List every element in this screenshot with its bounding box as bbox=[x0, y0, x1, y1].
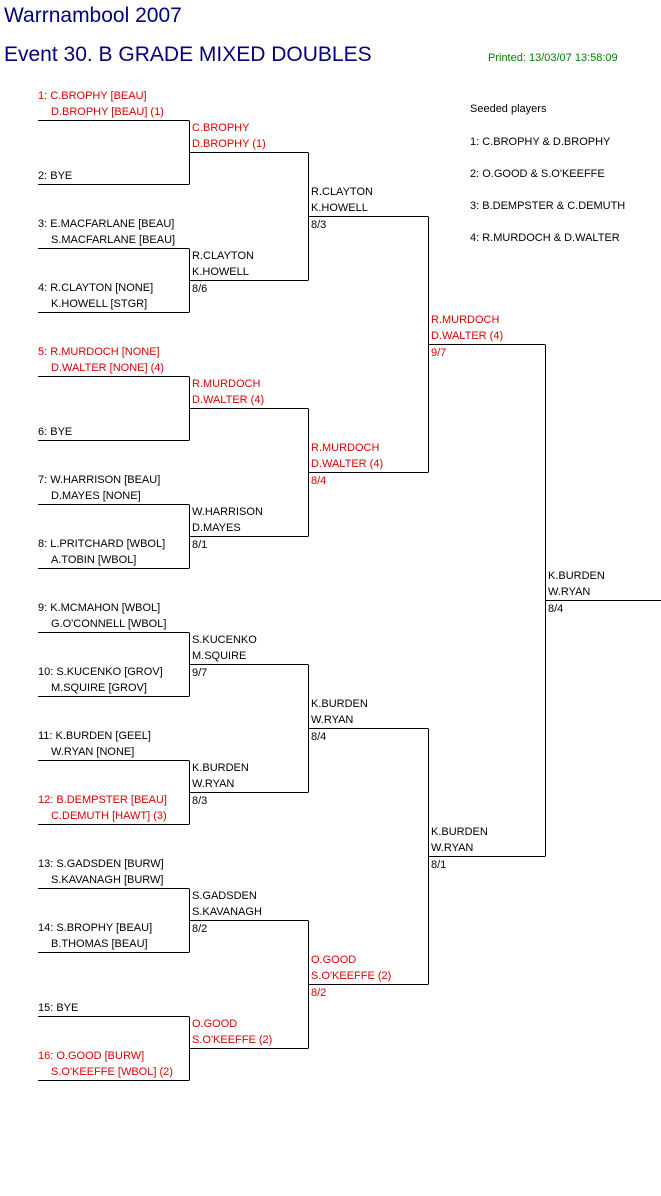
entry-line-2: K.HOWELL [STGR] bbox=[51, 297, 148, 310]
winner-line-2: S.KAVANAGH bbox=[192, 905, 262, 918]
entry-line-1: 14: S.BROPHY [BEAU] bbox=[38, 921, 153, 934]
winner-line-2: K.HOWELL bbox=[311, 201, 368, 214]
winner-line-1: R.CLAYTON bbox=[311, 185, 373, 198]
winner-line-1: C.BROPHY bbox=[192, 121, 250, 134]
match-score: 9/7 bbox=[431, 346, 447, 359]
winner-line-1: R.CLAYTON bbox=[192, 249, 254, 262]
seeded-player-3: 3: B.DEMPSTER & C.DEMUTH bbox=[470, 200, 626, 212]
entry-line-1: 10: S.KUCENKO [GROV] bbox=[38, 665, 163, 678]
entry-line-1: 9: K.MCMAHON [WBOL] bbox=[38, 601, 161, 614]
match-score: 8/1 bbox=[192, 538, 208, 551]
entry-line-1: 16: O.GOOD [BURW] bbox=[38, 1049, 145, 1062]
match-score: 8/2 bbox=[311, 986, 327, 999]
winner-line-1: R.MURDOCH bbox=[431, 313, 500, 326]
match-score: 8/1 bbox=[431, 858, 447, 871]
entry-line-2: M.SQUIRE [GROV] bbox=[51, 681, 147, 694]
entry-line-1: 3: E.MACFARLANE [BEAU] bbox=[38, 217, 175, 230]
winner-line-2: D.MAYES bbox=[192, 521, 241, 534]
winner-line-2: K.HOWELL bbox=[192, 265, 249, 278]
event-title: Event 30. B GRADE MIXED DOUBLES bbox=[4, 43, 372, 66]
entry-line-1: 5: R.MURDOCH [NONE] bbox=[38, 345, 160, 358]
entry-line-1: 1: C.BROPHY [BEAU] bbox=[38, 89, 147, 102]
entry-line-2: D.MAYES [NONE] bbox=[51, 489, 141, 502]
entry-line-1: 8: L.PRITCHARD [WBOL] bbox=[38, 537, 166, 550]
winner-line-1: W.HARRISON bbox=[192, 505, 263, 518]
entry-line-1: 6: BYE bbox=[38, 425, 73, 438]
seeded-players-title: Seeded players bbox=[470, 103, 547, 115]
winner-line-1: R.MURDOCH bbox=[311, 441, 380, 454]
entry-line-1: 2: BYE bbox=[38, 169, 73, 182]
winner-line-2: W.RYAN bbox=[311, 713, 354, 726]
entry-line-2: S.O'KEEFFE [WBOL] (2) bbox=[51, 1065, 173, 1078]
printed-timestamp: Printed: 13/03/07 13:58:09 bbox=[488, 52, 618, 64]
winner-line-2: M.SQUIRE bbox=[192, 649, 247, 662]
winner-line-1: K.BURDEN bbox=[548, 569, 605, 582]
entry-line-2: G.O'CONNELL [WBOL] bbox=[51, 617, 167, 630]
winner-line-2: D.WALTER (4) bbox=[431, 329, 504, 342]
winner-line-1: O.GOOD bbox=[192, 1017, 238, 1030]
entry-line-2: D.WALTER [NONE] (4) bbox=[51, 361, 165, 374]
entry-line-2: C.DEMUTH [HAWT] (3) bbox=[51, 809, 167, 822]
entry-line-2: S.MACFARLANE [BEAU] bbox=[51, 233, 176, 246]
match-score: 8/4 bbox=[311, 474, 327, 487]
winner-line-2: S.O'KEEFFE (2) bbox=[192, 1033, 273, 1046]
winner-line-1: S.KUCENKO bbox=[192, 633, 257, 646]
winner-line-2: D.BROPHY (1) bbox=[192, 137, 266, 150]
match-score: 8/4 bbox=[548, 602, 564, 615]
winner-line-1: O.GOOD bbox=[311, 953, 357, 966]
match-score: 8/4 bbox=[311, 730, 327, 743]
entry-line-1: 7: W.HARRISON [BEAU] bbox=[38, 473, 161, 486]
match-score: 8/2 bbox=[192, 922, 208, 935]
winner-line-2: S.O'KEEFFE (2) bbox=[311, 969, 392, 982]
winner-line-2: D.WALTER (4) bbox=[311, 457, 384, 470]
match-score: 9/7 bbox=[192, 666, 208, 679]
winner-line-1: K.BURDEN bbox=[192, 761, 249, 774]
entry-line-2: S.KAVANAGH [BURW] bbox=[51, 873, 164, 886]
match-score: 8/3 bbox=[192, 794, 208, 807]
winner-line-1: K.BURDEN bbox=[311, 697, 368, 710]
entry-line-1: 4: R.CLAYTON [NONE] bbox=[38, 281, 154, 294]
match-score: 8/6 bbox=[192, 282, 208, 295]
winner-line-2: W.RYAN bbox=[431, 841, 474, 854]
entry-line-1: 11: K.BURDEN [GEEL] bbox=[38, 729, 151, 742]
tournament-title: Warrnambool 2007 bbox=[4, 4, 182, 27]
entry-line-2: A.TOBIN [WBOL] bbox=[51, 553, 137, 566]
winner-line-2: W.RYAN bbox=[548, 585, 591, 598]
winner-line-1: K.BURDEN bbox=[431, 825, 488, 838]
winner-line-2: W.RYAN bbox=[192, 777, 235, 790]
seeded-player-4: 4: R.MURDOCH & D.WALTER bbox=[470, 232, 620, 244]
winner-line-1: S.GADSDEN bbox=[192, 889, 257, 902]
match-score: 8/3 bbox=[311, 218, 327, 231]
seeded-player-1: 1: C.BROPHY & D.BROPHY bbox=[470, 136, 611, 148]
entry-line-1: 13: S.GADSDEN [BURW] bbox=[38, 857, 164, 870]
winner-line-2: D.WALTER (4) bbox=[192, 393, 265, 406]
entry-line-2: B.THOMAS [BEAU] bbox=[51, 937, 148, 950]
winner-line-1: R.MURDOCH bbox=[192, 377, 261, 390]
entry-line-2: W.RYAN [NONE] bbox=[51, 745, 135, 758]
entry-line-1: 15: BYE bbox=[38, 1001, 79, 1014]
seeded-player-2: 2: O.GOOD & S.O'KEEFFE bbox=[470, 168, 605, 180]
entry-line-2: D.BROPHY [BEAU] (1) bbox=[51, 105, 164, 118]
entry-line-1: 12: B.DEMPSTER [BEAU] bbox=[38, 793, 167, 806]
